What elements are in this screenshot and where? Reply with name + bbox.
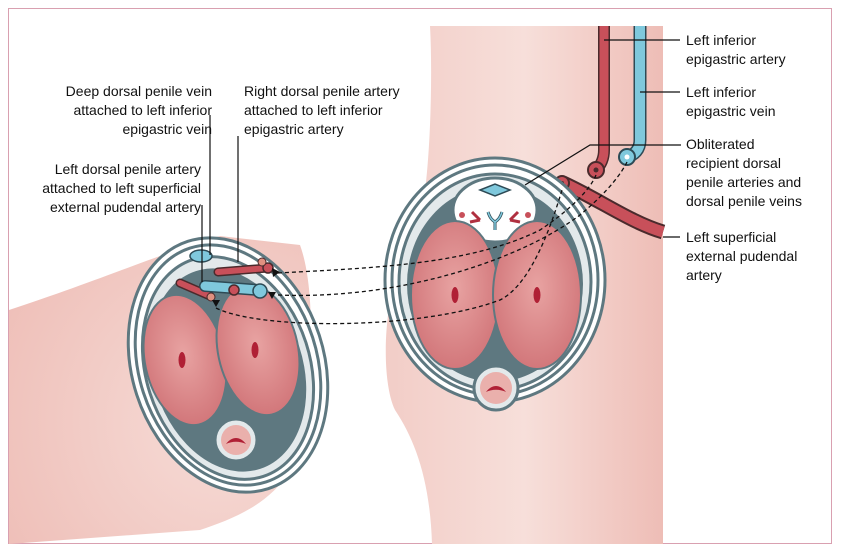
- label-deep-dorsal-vein: Deep dorsal penile vein attached to left…: [65, 83, 212, 137]
- right-cross-section: [383, 156, 607, 412]
- label-inferior-epigastric-vein: Left inferior epigastric vein: [686, 84, 776, 119]
- anastomosis-dashed-lines: [215, 161, 628, 325]
- label-left-dorsal-artery: Left dorsal penile artery attached to le…: [42, 161, 201, 215]
- label-superficial-external-pudendal: Left superficial external pudendal arter…: [686, 229, 798, 283]
- left-cross-section: [126, 236, 330, 494]
- label-obliterated-vessels: Obliterated recipient dorsal penile arte…: [686, 136, 802, 209]
- leader-lines: [201, 39, 681, 282]
- label-inferior-epigastric-artery: Left inferior epigastric artery: [686, 32, 786, 67]
- inferior-epigastric-vessels: [587, 26, 647, 179]
- label-right-dorsal-artery: Right dorsal penile artery attached to l…: [244, 83, 400, 137]
